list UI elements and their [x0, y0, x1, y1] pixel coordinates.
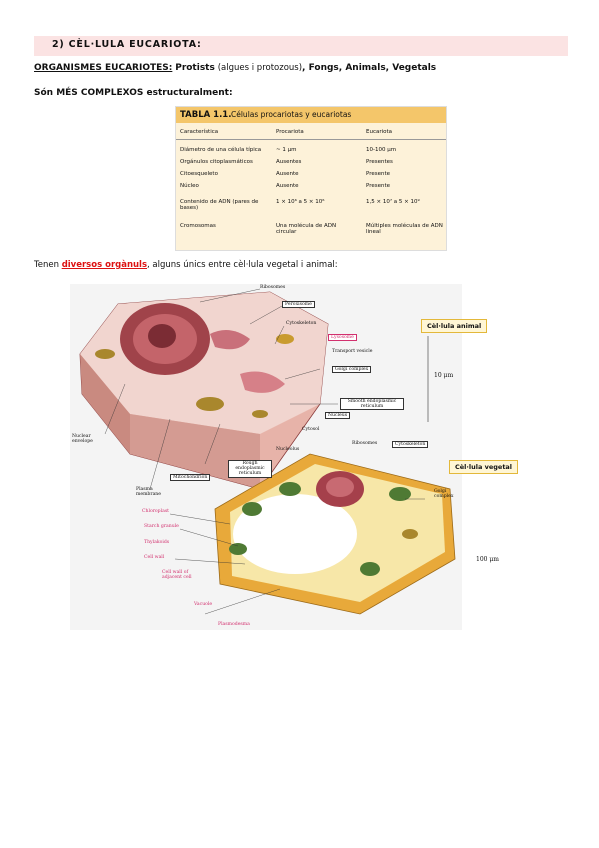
protists-text: Protists [175, 63, 215, 73]
table-cell: Orgánulos citoplasmáticos [180, 159, 253, 165]
table-row: Diámetro de una célula típica ~ 1 μm 10-… [176, 147, 446, 157]
table-cell: Diámetro de una célula típica [180, 147, 262, 153]
label-nuclear-envelope: Nuclear envelope [72, 434, 93, 445]
label-cytoskeleton-plant: Cytoskeleton [392, 441, 429, 449]
table-row: Contenido de ADN (pares de bases) 1 × 10… [176, 199, 446, 217]
label-golgi-plant: Golgi complex [434, 489, 454, 500]
label-ribosomes-top: Ribosomes [260, 285, 286, 290]
label-cytosol: Cytosol [302, 427, 320, 432]
table-number: TABLA 1.1. [180, 110, 232, 120]
label-cell-wall-adjacent: Cell wall of adjacent cell [162, 570, 192, 581]
table-cell: Contenido de ADN (pares de bases) [180, 199, 259, 211]
scale-plant: 100 μm [476, 556, 499, 563]
label-plasmodesma: Plasmodesma [218, 622, 250, 627]
label-transport-vesicle: Transport vesicle [332, 349, 373, 354]
comparison-table: TABLA 1.1. Células procariotas y eucario… [175, 106, 447, 251]
label-cytoskeleton-top: Cytoskeleton [286, 321, 317, 326]
animal-cell [79, 291, 329, 490]
label-ribosomes-plant: Ribosomes [352, 441, 378, 446]
intro-line: Tenen diversos orgànuls, alguns únics en… [34, 260, 338, 270]
intro-post: , alguns únics entre cèl·lula vegetal i … [147, 260, 338, 270]
table-row: Orgánulos citoplasmáticos Ausentes Prese… [176, 159, 446, 169]
cell-illustration [79, 288, 456, 615]
label-golgi-top: Golgi complex [332, 366, 372, 374]
table-cell: Citoesqueleto [180, 171, 218, 177]
table-title: Células procariotas y eucariotas [231, 110, 352, 119]
label-smooth-er: Smooth endoplasmic reticulum [340, 398, 404, 411]
protists-note: (algues i protozous) [217, 63, 303, 73]
table-header-cell: Eucariota [366, 129, 393, 135]
section-header: 2) CÈL·LULA EUCARIOTA: [34, 36, 568, 56]
label-thylakoids: Thylakoids [144, 540, 170, 545]
complexity-line: Són MÉS COMPLEXOS estructuralment: [34, 88, 233, 98]
label-leaders [104, 288, 425, 615]
table-cell: 1 × 10⁶ a 5 × 10⁶ [276, 199, 325, 205]
organisms-label: ORGANISMES EUCARIOTES: [34, 63, 173, 73]
organisms-rest: , Fongs, Animals, Vegetals [302, 63, 437, 73]
intro-highlight: diversos orgànuls [61, 260, 148, 270]
label-lysosome: Lysosome [328, 334, 357, 342]
section-title: 2) CÈL·LULA EUCARIOTA: [52, 39, 202, 50]
table-cell: Múltiples moléculas de ADN lineal [366, 223, 443, 235]
scale-animal: 10 μm [434, 372, 454, 379]
table-cell: Presentes [366, 159, 393, 165]
tag-animal-cell: Cèl·lula animal [421, 319, 488, 333]
table-header-row: Característica Procariota Eucariota [176, 125, 446, 140]
intro-pre: Tenen [34, 260, 62, 270]
table-cell: Ausentes [276, 159, 302, 165]
table-cell: ~ 1 μm [276, 147, 297, 153]
table-cell: Ausente [276, 171, 299, 177]
label-mitochondrion: Mitochondrion [170, 474, 211, 482]
table-row: Núcleo Ausente Presente [176, 183, 446, 193]
table-cell: Una molécula de ADN circular [276, 223, 337, 235]
label-plasma-membrane: Plasma membrane [136, 487, 161, 498]
table-header-cell: Procariota [276, 129, 304, 135]
table-row: Citoesqueleto Ausente Presente [176, 171, 446, 181]
table-header-cell: Característica [180, 129, 219, 135]
table-cell: Ausente [276, 183, 299, 189]
organisms-line: ORGANISMES EUCARIOTES: Protists (algues … [34, 63, 436, 73]
label-cell-wall: Cell wall [144, 555, 165, 560]
table-cell: Cromosomas [180, 223, 216, 229]
plant-cell [214, 453, 456, 615]
table-cell: Presente [366, 171, 391, 177]
label-starch-granule: Starch granule [144, 524, 179, 529]
table-cell: Núcleo [180, 183, 199, 189]
label-rough-er: Rough endoplasmic reticulum [228, 460, 272, 478]
scale-bars [427, 336, 429, 422]
cell-diagram: Ribosomes Peroxisome Cytoskeleton Lysoso… [70, 284, 462, 630]
table-cell: 10-100 μm [366, 147, 397, 153]
label-peroxisome: Peroxisome [282, 301, 315, 309]
label-nucleolus: Nucleolus [276, 447, 300, 452]
table-cell: Presente [366, 183, 391, 189]
label-vacuole: Vacuole [194, 602, 213, 607]
table-title-bar: TABLA 1.1. Células procariotas y eucario… [176, 107, 446, 123]
label-nucleus: Nucleus [325, 412, 351, 420]
label-chloroplast: Chloroplast [142, 509, 170, 514]
tag-plant-cell: Cèl·lula vegetal [449, 460, 519, 474]
table-cell: 1,5 × 10⁷ a 5 × 10⁹ [366, 199, 420, 205]
table-row: Cromosomas Una molécula de ADN circular … [176, 223, 446, 241]
